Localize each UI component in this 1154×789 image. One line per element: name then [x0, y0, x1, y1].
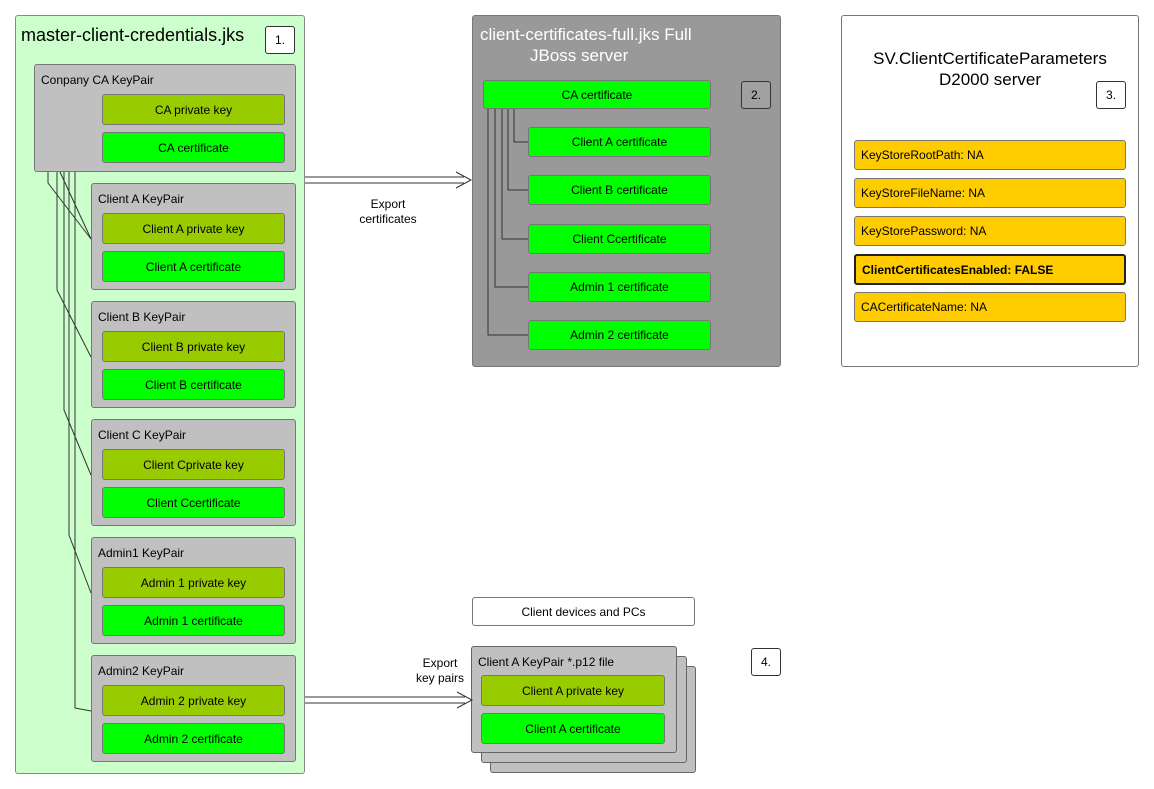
ca-certificate: CA certificate [102, 132, 285, 163]
p12-private-key: Client A private key [481, 675, 665, 706]
client-a-private-key: Client A private key [102, 213, 285, 244]
admin1-keypair-title: Admin1 KeyPair [98, 546, 185, 560]
export-key-pairs-arrow [305, 691, 474, 709]
client-a-keypair-title: Client A KeyPair [98, 192, 185, 206]
jboss-client-c-certificate: Client Ccertificate [528, 224, 711, 254]
client-a-certificate: Client A certificate [102, 251, 285, 282]
p12-file-title: Client A KeyPair *.p12 file [478, 655, 615, 669]
admin2-private-key: Admin 2 private key [102, 685, 285, 716]
client-devices-label: Client devices and PCs [472, 597, 695, 626]
d2000-title-line1: SV.ClientCertificateParameters [873, 49, 1107, 68]
export-certificates-arrow [305, 171, 473, 189]
export-key-pairs-line2: key pairs [415, 671, 465, 685]
d2000-title-line2: D2000 server [938, 70, 1042, 89]
master-keystore-number: 1. [265, 26, 295, 54]
param-keystore-password: KeyStorePassword: NA [854, 216, 1126, 246]
jboss-ca-certificate: CA certificate [483, 80, 711, 109]
admin2-certificate: Admin 2 certificate [102, 723, 285, 754]
admin1-private-key: Admin 1 private key [102, 567, 285, 598]
param-keystore-file-name: KeyStoreFileName: NA [854, 178, 1126, 208]
p12-certificate: Client A certificate [481, 713, 665, 744]
param-keystore-root-path: KeyStoreRootPath: NA [854, 140, 1126, 170]
jboss-client-a-certificate: Client A certificate [528, 127, 711, 157]
jboss-keystore-title: client-certificates-full.jks Full JBoss … [480, 24, 740, 66]
d2000-params-title: SV.ClientCertificateParameters D2000 ser… [841, 48, 1139, 90]
jboss-title-line2: JBoss server [530, 46, 629, 65]
admin1-certificate: Admin 1 certificate [102, 605, 285, 636]
client-c-private-key: Client Cprivate key [102, 449, 285, 480]
param-client-certificates-enabled: ClientCertificatesEnabled: FALSE [854, 254, 1126, 285]
jboss-admin1-certificate: Admin 1 certificate [528, 272, 711, 302]
ca-private-key: CA private key [102, 94, 285, 125]
master-keystore-title: master-client-credentials.jks [21, 25, 245, 45]
client-b-keypair-title: Client B KeyPair [98, 310, 186, 324]
jboss-client-b-certificate: Client B certificate [528, 175, 711, 205]
client-b-private-key: Client B private key [102, 331, 285, 362]
client-b-certificate: Client B certificate [102, 369, 285, 400]
export-key-pairs-line1: Export [422, 656, 458, 670]
export-key-pairs-label: Export key pairs [405, 656, 475, 686]
jboss-title-line1: client-certificates-full.jks Full [480, 25, 692, 44]
client-c-certificate: Client Ccertificate [102, 487, 285, 518]
d2000-params-number: 3. [1096, 81, 1126, 109]
jboss-admin2-certificate: Admin 2 certificate [528, 320, 711, 350]
export-certificates-label: Export certificates [348, 197, 428, 227]
ca-keypair-title: Conpany CA KeyPair [41, 73, 154, 87]
export-certificates-line1: Export [370, 197, 406, 211]
export-certificates-line2: certificates [359, 212, 417, 226]
client-c-keypair-title: Client C KeyPair [98, 428, 187, 442]
param-ca-certificate-name: CACertificateName: NA [854, 292, 1126, 322]
jboss-keystore-number: 2. [741, 81, 771, 109]
admin2-keypair-title: Admin2 KeyPair [98, 664, 185, 678]
client-devices-number: 4. [751, 648, 781, 676]
